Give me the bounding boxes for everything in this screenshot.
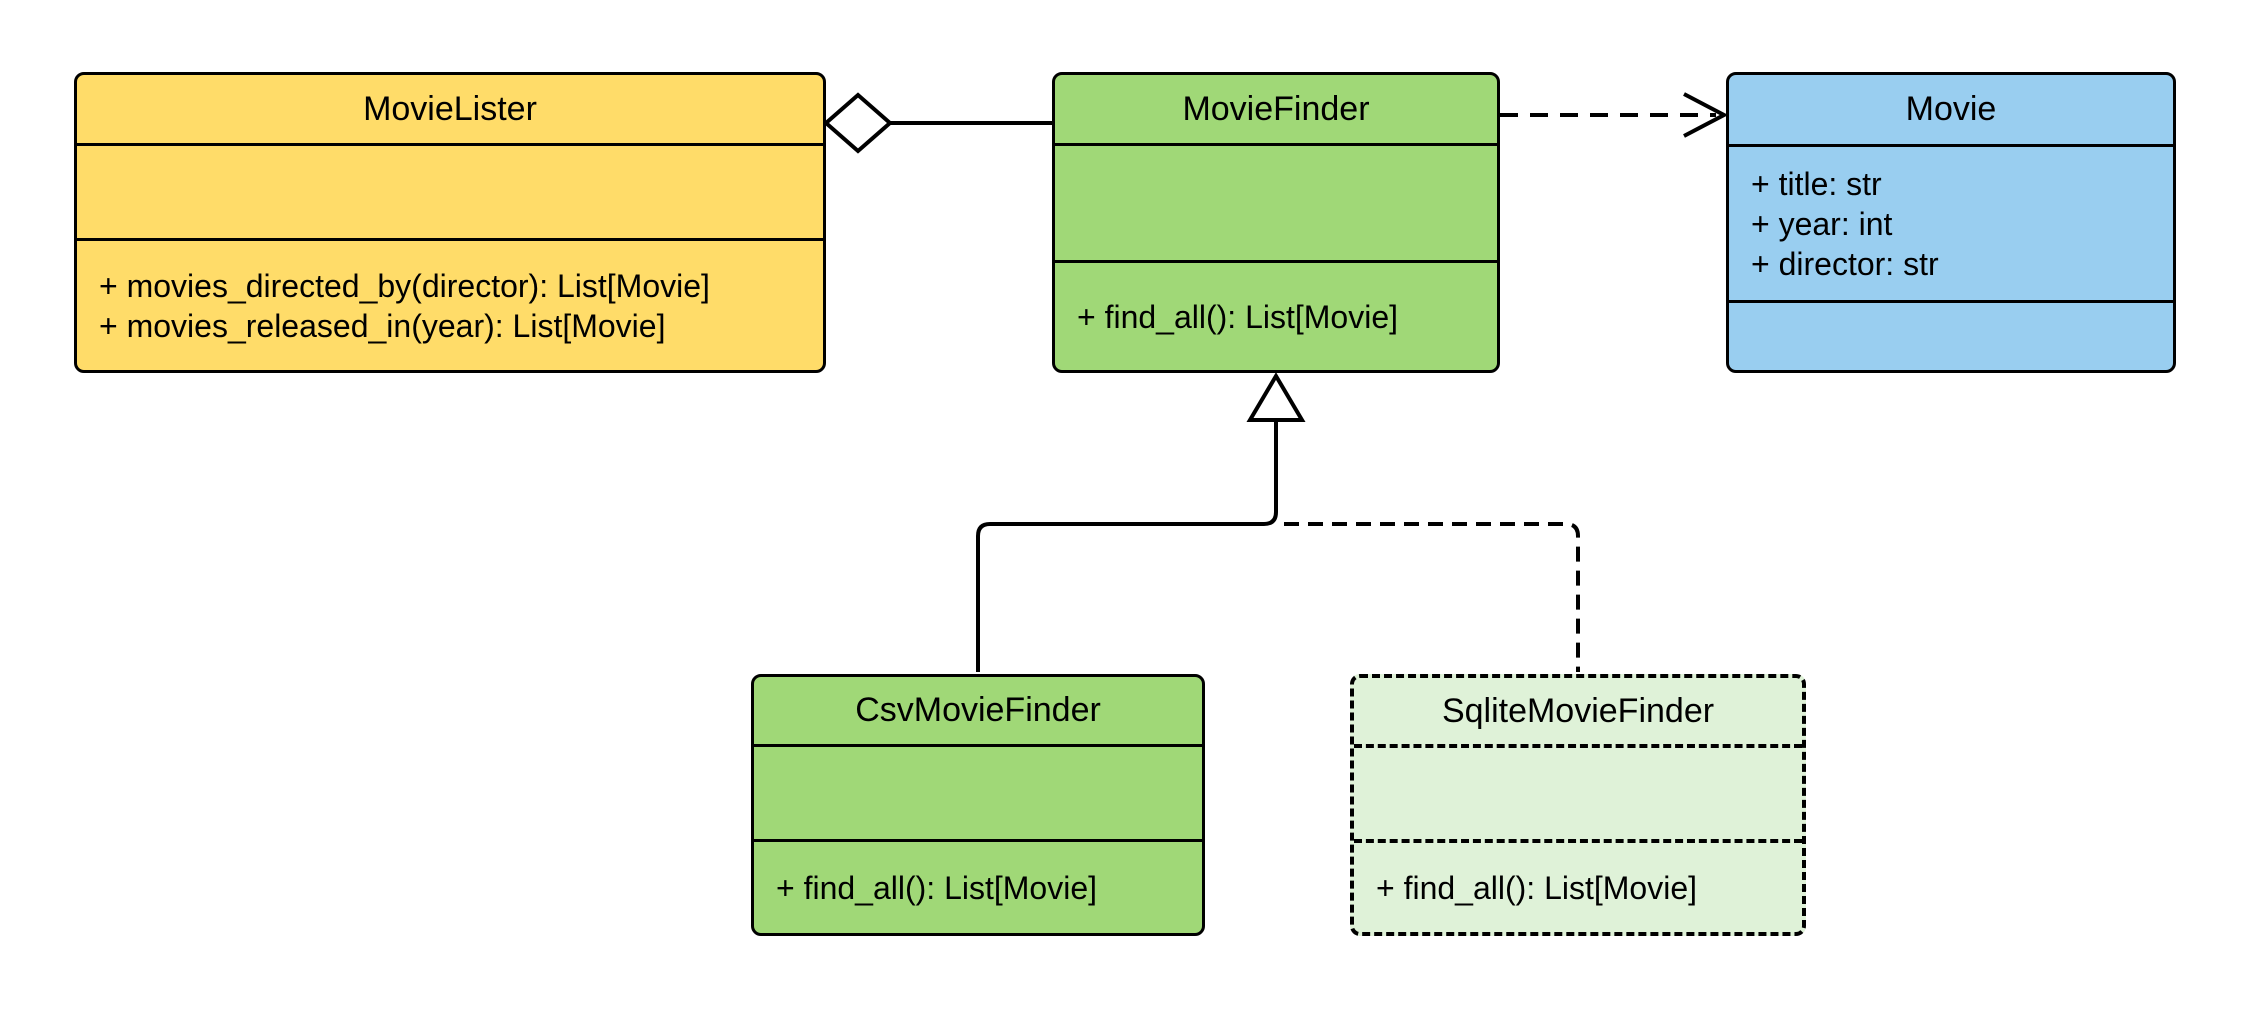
attributes-compartment: + title: str + year: int + director: str — [1729, 147, 2173, 303]
class-name-label: MovieLister — [363, 89, 537, 128]
inheritance-line-dashed — [1284, 522, 1580, 672]
class-title: Movie — [1729, 75, 2173, 147]
class-name-label: SqliteMovieFinder — [1441, 691, 1715, 730]
class-title: CsvMovieFinder — [754, 677, 1202, 747]
inheritance-connector-sqlite[interactable] — [1284, 522, 1580, 672]
methods-compartment: + find_all(): List[Movie] — [754, 842, 1202, 933]
attributes-compartment — [1354, 748, 1802, 843]
method-label: + find_all(): List[Movie] — [1077, 298, 1399, 335]
class-movielister[interactable]: MovieLister + movies_directed_by(directo… — [74, 72, 826, 373]
inheritance-line-solid — [976, 420, 1278, 672]
class-title: MovieFinder — [1055, 75, 1497, 146]
class-csvmoviefinder[interactable]: CsvMovieFinder + find_all(): List[Movie] — [751, 674, 1205, 936]
dependency-arrowhead-icon — [1683, 92, 1729, 138]
method-label: + movies_released_in(year): List[Movie] — [99, 307, 666, 344]
methods-compartment: + movies_directed_by(director): List[Mov… — [77, 241, 823, 370]
attributes-compartment — [77, 146, 823, 241]
class-sqlitemoviefinder[interactable]: SqliteMovieFinder + find_all(): List[Mov… — [1350, 674, 1806, 936]
class-moviefinder[interactable]: MovieFinder + find_all(): List[Movie] — [1052, 72, 1500, 373]
attributes-compartment — [754, 747, 1202, 842]
method-label: + find_all(): List[Movie] — [776, 869, 1098, 906]
attribute-label: + title: str — [1751, 165, 1882, 202]
methods-compartment: + find_all(): List[Movie] — [1354, 843, 1802, 932]
dependency-connector[interactable] — [1500, 92, 1729, 138]
aggregation-connector[interactable] — [822, 92, 1052, 154]
aggregation-diamond-icon — [822, 92, 894, 154]
class-title: SqliteMovieFinder — [1354, 678, 1802, 748]
class-name-label: MovieFinder — [1182, 89, 1370, 128]
attributes-compartment — [1055, 146, 1497, 263]
inheritance-triangle-icon — [1246, 372, 1306, 422]
class-movie[interactable]: Movie + title: str + year: int + directo… — [1726, 72, 2176, 373]
class-name-label: CsvMovieFinder — [855, 691, 1101, 729]
attribute-label: + year: int — [1751, 205, 1893, 242]
method-label: + movies_directed_by(director): List[Mov… — [99, 267, 710, 304]
methods-compartment: + find_all(): List[Movie] — [1055, 263, 1497, 370]
method-label: + find_all(): List[Movie] — [1376, 869, 1698, 906]
class-name-label: Movie — [1905, 90, 1997, 128]
attribute-label: + director: str — [1751, 245, 1939, 282]
class-title: MovieLister — [77, 75, 823, 146]
inheritance-connector-csv[interactable] — [976, 372, 1306, 672]
